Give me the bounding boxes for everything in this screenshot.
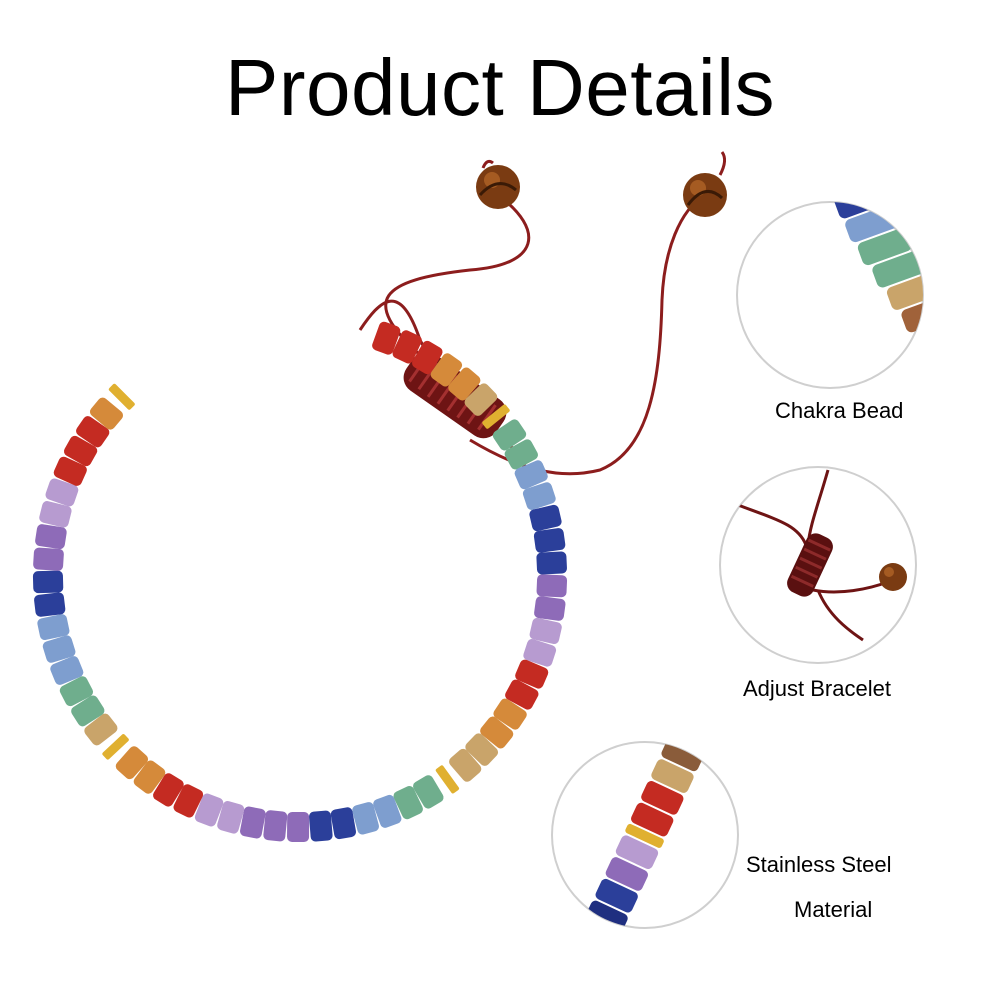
chakra-bead [536,551,567,575]
chakra-bead [153,773,184,807]
chakra-bead [480,716,514,749]
chakra-bead [63,435,98,467]
chakra-bead [529,617,562,644]
chakra-bead [533,528,566,553]
chakra-bead [515,659,549,689]
chakra-bead [449,748,482,782]
gold-spacer-bead [482,404,510,429]
chakra-bead [89,397,124,430]
stainless-steel-label-line1: Stainless Steel [746,852,892,877]
chakra-bead [514,460,548,490]
chakra-bead [287,811,310,843]
chakra-bead [71,695,105,727]
chakra-bead [352,802,379,835]
chakra-bead [240,806,266,839]
chakra-bead [493,698,527,730]
chakra-bead [534,596,566,621]
gold-spacer-bead [435,765,460,794]
chakra-bead [84,713,118,746]
chakra-bead [59,676,94,707]
chakra-bead [413,775,444,809]
chakra-bead [522,482,556,510]
chakra-bead [372,321,401,355]
chakra-bead [115,746,149,780]
chakra-bead [523,639,557,667]
chakra-bead [50,656,84,685]
adjust-bracelet-closeup [719,466,917,664]
chakra-bead [33,547,64,571]
chakra-bead [412,340,443,375]
chakra-bead [464,383,498,416]
chakra-bead [373,794,402,828]
chakra-bead [173,784,204,818]
chakra-bead-label: Chakra Bead [775,398,904,423]
chakra-bead [39,501,72,528]
chakra-bead [37,614,70,641]
detail-chakra-bead [735,200,925,390]
chakra-bead [448,367,481,401]
chakra-bead [529,504,562,532]
page-title: Product Details [225,43,775,132]
chakra-bead [536,574,568,598]
chakra-bead [393,785,423,820]
chakra-bead [42,635,76,663]
chakra-bead [504,439,538,470]
gold-spacer-bead [108,383,135,410]
chakra-bead [194,793,224,827]
chakra-bead [53,456,87,486]
chakra-bead [309,810,333,842]
chakra-bead [492,419,527,451]
chakra-bead [330,807,357,840]
chakra-bead [45,478,79,507]
chakra-bead [392,330,422,364]
chakra-bead [505,679,539,710]
tiger-eye-bead-left [476,165,520,209]
stainless-steel-label-line2: Material [794,897,873,922]
chakra-bead [133,760,166,794]
detail-stainless-steel [550,740,740,930]
tiger-eye-bead-right [683,173,727,217]
chakra-bead [465,733,499,766]
chakra-bead [35,524,67,550]
adjust-bracelet-label: Adjust Bracelet [743,676,891,701]
chakra-bead [32,570,64,594]
stainless-steel-closeup [551,741,739,929]
chakra-bead [76,416,110,448]
chakra-bead [430,353,463,387]
chakra-bead [263,810,288,842]
chakra-bead [217,801,245,834]
bead-ring [32,321,568,843]
bracelet-cord-left-tail [384,193,531,357]
detail-adjust-bracelet [718,465,918,665]
chakra-bead-closeup [736,201,924,389]
gold-spacer-bead [102,734,129,760]
chakra-bead [34,592,66,617]
